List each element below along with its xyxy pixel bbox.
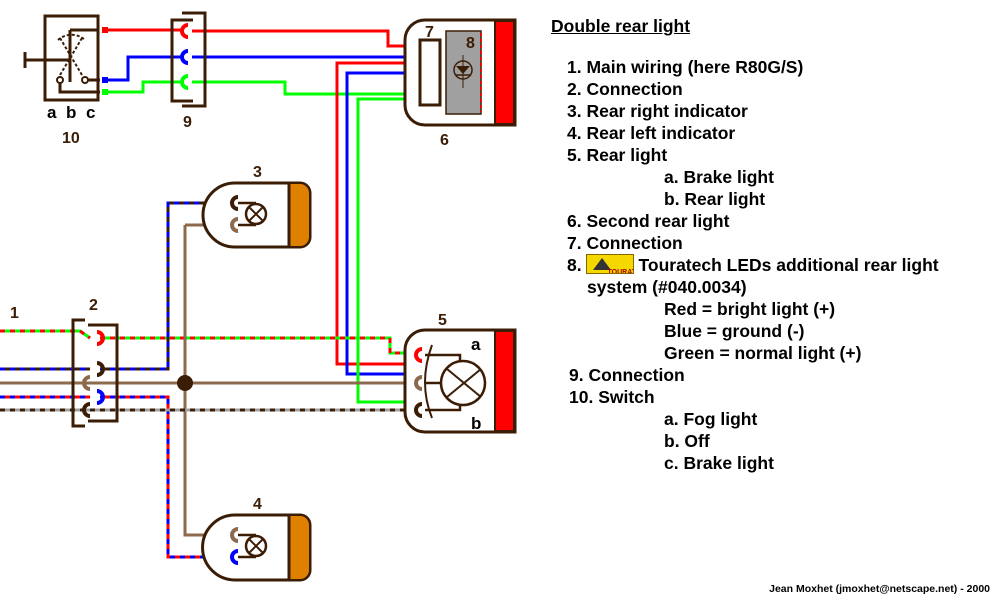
author-credit: Jean Moxhet (jmoxhet@netscape.net) - 200…	[769, 583, 990, 595]
wire-red-green-brake	[100, 336, 412, 355]
wire-green-switch	[105, 80, 183, 94]
rear-right-indicator-3	[201, 181, 312, 249]
legend-item: b. Rear light	[664, 188, 765, 210]
legend-text: b. Off	[664, 431, 710, 451]
legend-text: 2. Connection	[567, 79, 683, 99]
label-6: 6	[440, 132, 449, 149]
legend-item: 4. Rear left indicator	[567, 122, 735, 144]
rear-light-5	[403, 328, 517, 434]
legend-text: Blue = ground (-)	[664, 321, 805, 341]
label-5: 5	[438, 312, 447, 329]
legend-text: Red = bright light (+)	[664, 299, 836, 319]
touratech-logo: TOURATECH	[586, 254, 635, 274]
legend-text: Green = normal light (+)	[664, 343, 862, 363]
rear-light-label-b: b	[471, 414, 481, 433]
label-8: 8	[466, 35, 475, 52]
legend-item: 3. Rear right indicator	[567, 100, 748, 122]
label-2: 2	[89, 297, 98, 314]
legend-item: a. Fog light	[664, 408, 757, 430]
legend-text: Touratech LEDs additional rear light	[638, 255, 939, 275]
legend-item: c. Brake light	[664, 452, 774, 474]
legend-item: system (#040.0034)	[587, 276, 747, 298]
legend-item: 7. Connection	[567, 232, 683, 254]
wire-green-top	[192, 80, 435, 100]
page-title: Double rear light	[551, 16, 691, 36]
legend-text: 7. Connection	[567, 233, 683, 253]
label-10: 10	[62, 130, 80, 147]
legend-item: Blue = ground (-)	[664, 320, 804, 342]
legend-item: 5. Rear light	[567, 144, 667, 166]
connector-2	[71, 318, 119, 428]
legend-item: a. Brake light	[664, 166, 774, 188]
second-rear-light-6	[403, 18, 517, 127]
switch-label-a: a	[47, 103, 57, 122]
legend-item: 2. Connection	[567, 78, 683, 100]
legend-text: 1. Main wiring (here R80G/S)	[567, 57, 804, 77]
label-9: 9	[183, 114, 192, 131]
legend-text: a. Brake light	[664, 167, 774, 187]
legend-item: 6. Second rear light	[567, 210, 729, 232]
legend-item: b. Off	[664, 430, 710, 452]
legend-text: 4. Rear left indicator	[567, 123, 736, 143]
legend-text: 5. Rear light	[567, 145, 668, 165]
legend-item: 8. TOURATECHTouratech LEDs additional re…	[567, 254, 939, 276]
ground-junction	[177, 375, 193, 391]
legend-text: 10. Switch	[569, 387, 655, 407]
switch-label-b: b	[66, 103, 76, 122]
rear-left-indicator-4	[201, 513, 312, 582]
wire-red-top	[192, 29, 440, 48]
switch-10[interactable]	[23, 14, 100, 102]
legend-item: 10. Switch	[569, 386, 655, 408]
legend-text: c. Brake light	[664, 453, 774, 473]
legend-item: Red = bright light (+)	[664, 298, 835, 320]
switch-label-c: c	[86, 103, 95, 122]
legend-text: system (#040.0034)	[587, 277, 747, 297]
label-1: 1	[10, 305, 19, 322]
legend-text: b. Rear light	[664, 189, 766, 209]
label-4: 4	[253, 496, 262, 513]
legend-item: 1. Main wiring (here R80G/S)	[567, 56, 803, 78]
legend-item: 9. Connection	[569, 364, 685, 386]
connector-9	[170, 11, 207, 108]
legend-prefix: 8.	[567, 255, 582, 275]
legend-item: Green = normal light (+)	[664, 342, 861, 364]
label-3: 3	[253, 164, 262, 181]
label-7: 7	[425, 24, 434, 41]
connector-7	[418, 38, 442, 107]
rear-light-label-a: a	[471, 335, 481, 354]
legend-text: 3. Rear right indicator	[567, 101, 748, 121]
legend-text: a. Fog light	[664, 409, 758, 429]
legend-text: 9. Connection	[569, 365, 685, 385]
wire-blue-switch	[105, 55, 183, 82]
legend-text: 6. Second rear light	[567, 211, 730, 231]
